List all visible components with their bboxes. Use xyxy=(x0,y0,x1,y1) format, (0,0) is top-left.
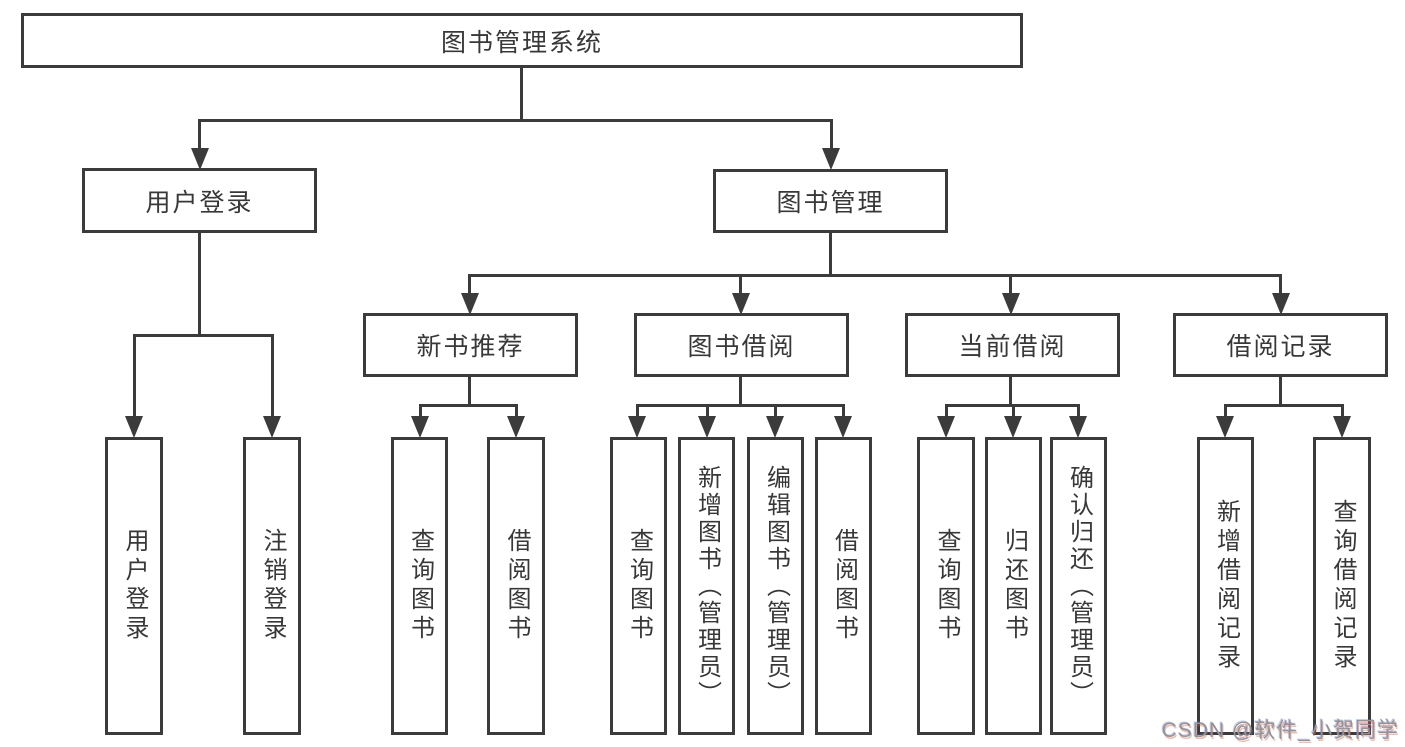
arrowhead-down-icon xyxy=(1216,416,1234,438)
node-user-login: 用户登录 xyxy=(82,168,317,233)
arrowhead-down-icon xyxy=(822,148,840,170)
connector-line xyxy=(198,119,833,122)
node-current-borrowing: 当前借阅 xyxy=(905,313,1120,377)
connector-line xyxy=(198,119,201,149)
node-current-borrowing-label: 当前借阅 xyxy=(958,333,1067,361)
node-leaf-query-books-recommend: 查询图书 xyxy=(391,437,448,735)
arrowhead-down-icon xyxy=(507,416,525,438)
node-leaf-return-books-label: 归还图书 xyxy=(1000,528,1028,644)
connector-line xyxy=(1077,404,1080,418)
node-leaf-confirm-return-admin: 确认归还（管理员） xyxy=(1050,437,1107,735)
connector-line xyxy=(468,274,471,296)
connector-line xyxy=(706,404,709,418)
connector-line xyxy=(774,404,777,418)
connector-line xyxy=(829,233,832,277)
node-leaf-query-books-current-label: 查询图书 xyxy=(933,528,960,644)
arrowhead-down-icon xyxy=(937,416,955,438)
node-leaf-borrow-books: 借阅图书 xyxy=(815,437,872,735)
arrowhead-down-icon xyxy=(1272,293,1290,315)
node-leaf-add-borrow-record: 新增借阅记录 xyxy=(1197,437,1254,735)
connector-line xyxy=(271,334,274,418)
node-leaf-user-login: 用户登录 xyxy=(105,437,163,735)
arrowhead-down-icon xyxy=(1002,293,1020,315)
connector-line xyxy=(133,334,274,337)
arrowhead-down-icon xyxy=(461,293,479,315)
node-user-login-label: 用户登录 xyxy=(145,188,254,217)
node-leaf-borrow-books-label: 借阅图书 xyxy=(830,528,858,644)
arrowhead-down-icon xyxy=(191,148,209,170)
node-borrowing-records: 借阅记录 xyxy=(1173,313,1388,377)
node-book-management: 图书管理 xyxy=(713,169,948,233)
arrowhead-down-icon xyxy=(834,416,852,438)
node-leaf-add-books-admin: 新增图书（管理员） xyxy=(678,437,735,735)
arrowhead-down-icon xyxy=(698,416,716,438)
node-leaf-return-books: 归还图书 xyxy=(985,437,1042,735)
node-new-book-recommend: 新书推荐 xyxy=(363,313,578,377)
connector-line xyxy=(133,334,136,418)
node-root-library-system: 图书管理系统 xyxy=(21,13,1023,68)
connector-line xyxy=(636,404,639,418)
node-leaf-query-books-borrow-label: 查询图书 xyxy=(625,528,653,644)
connector-line xyxy=(1279,377,1282,406)
connector-line xyxy=(520,68,523,122)
node-leaf-add-books-admin-label: 新增图书（管理员） xyxy=(693,464,721,708)
connector-line xyxy=(945,404,948,418)
node-leaf-query-books-borrow: 查询图书 xyxy=(610,437,667,735)
connector-line xyxy=(468,274,1282,277)
connector-line xyxy=(419,404,518,407)
arrowhead-down-icon xyxy=(1333,416,1351,438)
node-leaf-edit-books-admin-label: 编辑图书（管理员） xyxy=(762,464,790,708)
node-leaf-logout: 注销登录 xyxy=(243,437,301,735)
connector-line xyxy=(1341,404,1344,418)
node-leaf-query-borrow-record-label: 查询借阅记录 xyxy=(1329,499,1356,673)
node-book-management-label: 图书管理 xyxy=(776,189,885,217)
node-leaf-user-login-label: 用户登录 xyxy=(121,528,148,644)
node-leaf-query-books-current: 查询图书 xyxy=(917,437,975,735)
arrowhead-down-icon xyxy=(125,416,143,438)
node-book-borrowing-label: 图书借阅 xyxy=(687,333,796,361)
connector-line xyxy=(842,404,845,418)
node-leaf-query-borrow-record: 查询借阅记录 xyxy=(1313,437,1371,735)
arrowhead-down-icon xyxy=(732,293,750,315)
arrowhead-down-icon xyxy=(628,416,646,438)
arrowhead-down-icon xyxy=(1004,416,1022,438)
connector-line xyxy=(1009,377,1012,406)
arrowhead-down-icon xyxy=(1069,416,1087,438)
connector-line xyxy=(198,233,201,337)
connector-line xyxy=(739,377,742,406)
node-leaf-query-books-recommend-label: 查询图书 xyxy=(406,528,434,644)
node-leaf-logout-label: 注销登录 xyxy=(259,528,286,644)
node-borrowing-records-label: 借阅记录 xyxy=(1226,333,1335,361)
connector-line xyxy=(830,119,833,149)
connector-line xyxy=(636,404,845,407)
node-book-borrowing: 图书借阅 xyxy=(634,313,849,377)
connector-line xyxy=(1224,404,1227,418)
arrowhead-down-icon xyxy=(766,416,784,438)
connector-line xyxy=(1224,404,1344,407)
connector-line xyxy=(1009,274,1012,296)
node-new-book-recommend-label: 新书推荐 xyxy=(416,333,525,361)
node-leaf-edit-books-admin: 编辑图书（管理员） xyxy=(747,437,804,735)
node-leaf-confirm-return-admin-label: 确认归还（管理员） xyxy=(1065,464,1093,708)
node-leaf-borrow-books-recommend: 借阅图书 xyxy=(487,437,545,735)
connector-line xyxy=(1279,274,1282,296)
watermark: CSDN @软件_小贺同学 xyxy=(1161,719,1399,742)
connector-line xyxy=(515,404,518,418)
connector-line xyxy=(419,404,422,418)
node-root-label: 图书管理系统 xyxy=(440,28,603,57)
connector-line xyxy=(739,274,742,296)
node-leaf-add-borrow-record-label: 新增借阅记录 xyxy=(1212,499,1240,673)
node-leaf-borrow-books-recommend-label: 借阅图书 xyxy=(503,528,530,644)
connector-line xyxy=(1012,404,1015,418)
connector-line xyxy=(468,377,471,406)
arrowhead-down-icon xyxy=(411,416,429,438)
arrowhead-down-icon xyxy=(263,416,281,438)
